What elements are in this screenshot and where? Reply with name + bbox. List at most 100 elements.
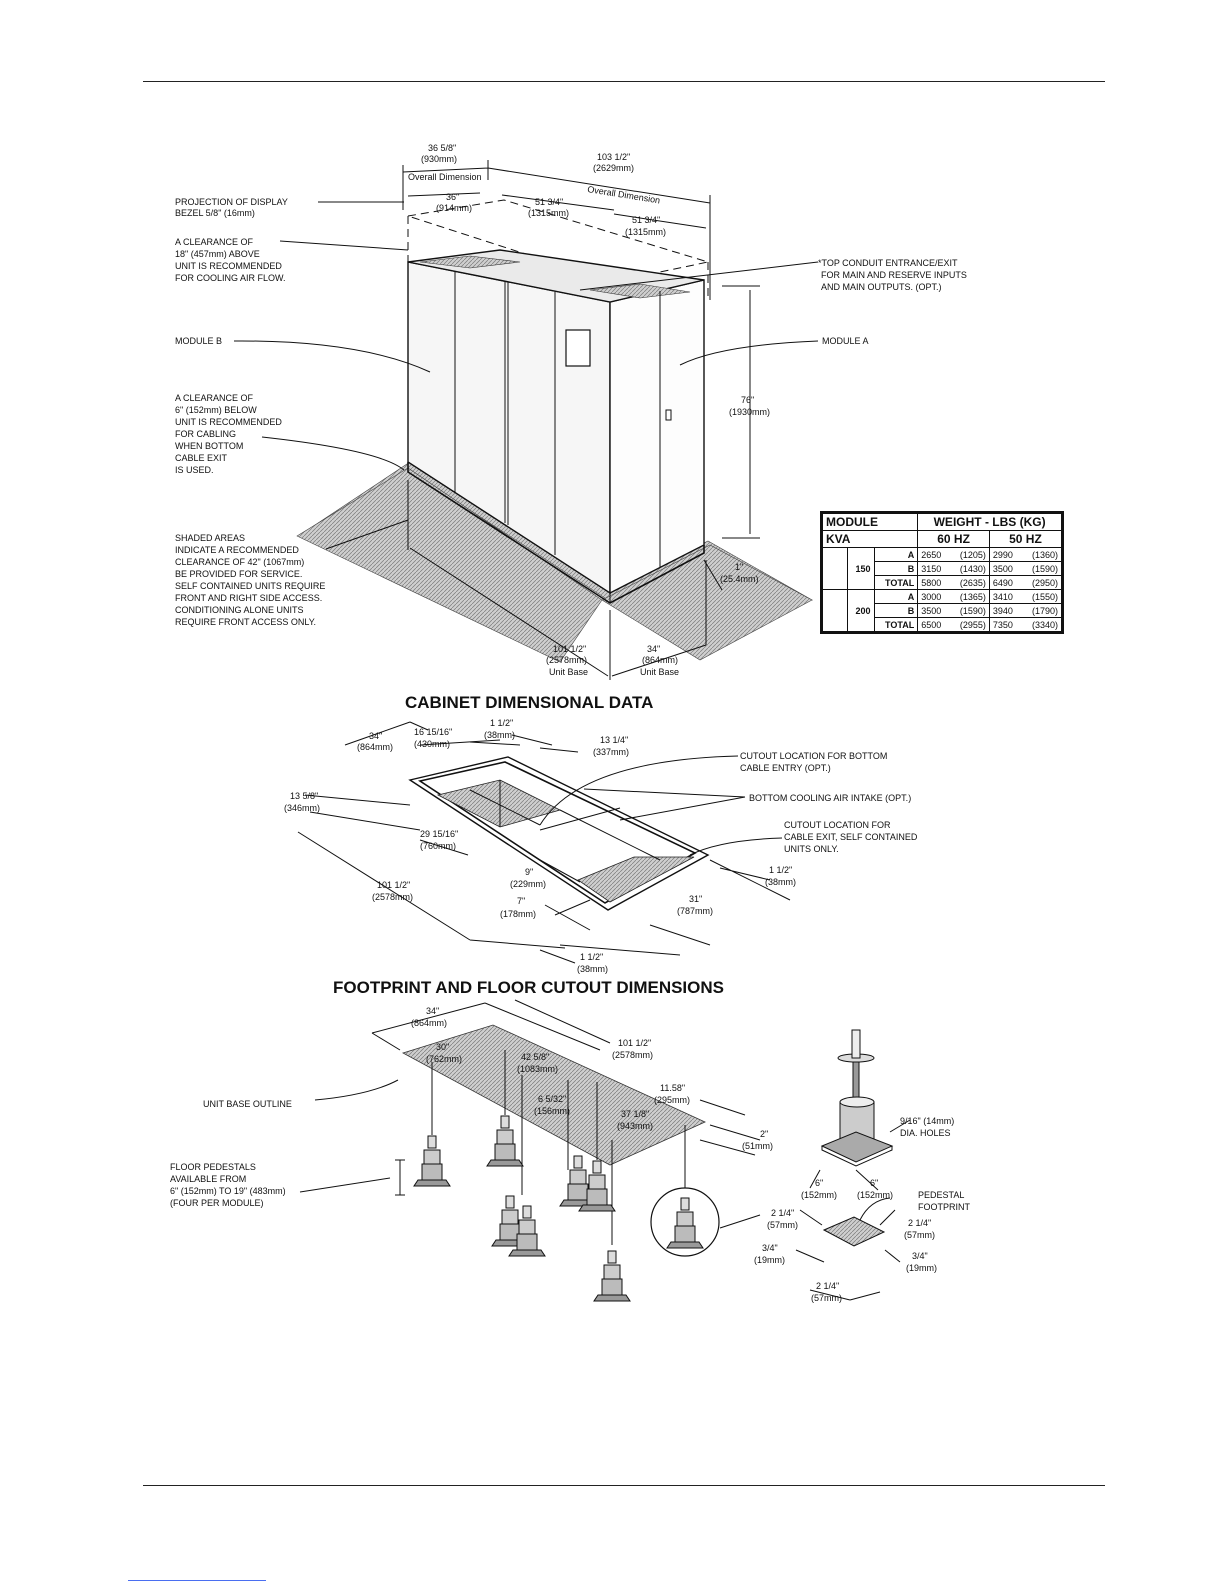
shaded-callout-5: SELF CONTAINED UNITS REQUIRE [175,581,325,591]
ped-f214c: 2 1/4" [816,1281,839,1291]
ped-w101: 101 1/2" [618,1038,651,1048]
weight-table-weight-header: WEIGHT - LBS (KG) [917,512,1063,531]
pedestal-4 [508,1205,546,1257]
bezel-callout-1: PROJECTION OF DISPLAY [175,197,288,207]
fp-d13-mm: (337mm) [593,747,629,757]
ped-w30-mm: (762mm) [426,1054,462,1064]
weight-60hz: 3150 (1430) [917,561,990,576]
ped-w6: 6 5/32" [538,1094,566,1104]
module-b-label: MODULE B [175,336,222,346]
module-a-label: MODULE A [822,336,869,346]
weight-50hz: 3940 (1790) [988,603,1064,618]
height: 76" [741,395,754,405]
fp-d1b: 1 1/2" [769,865,792,875]
ped-w34-mm: (864mm) [411,1018,447,1028]
pedestal-6 [578,1160,616,1212]
ped-f214b-mm: (57mm) [904,1230,935,1240]
fp-d9-mm: (229mm) [510,879,546,889]
ped-f214a: 2 1/4" [771,1208,794,1218]
module-label: A [873,589,919,604]
ped-w42-mm: (1083mm) [517,1064,558,1074]
shaded-callout-1: SHADED AREAS [175,533,245,543]
weight-50hz: 2990 (1360) [988,547,1064,562]
fp-d1a-mm: (38mm) [484,730,515,740]
bottom-clearance-5: WHEN BOTTOM [175,441,243,451]
bezel-callout-2: BEZEL 5/8" (16mm) [175,208,255,218]
fp-d29-mm: (760mm) [420,841,456,851]
overall-width: 103 1/2" [597,152,630,162]
bottom-clearance-7: IS USED. [175,465,214,475]
fp-d101: 101 1/2" [377,880,410,890]
pedestals-callout-1: FLOOR PEDESTALS [170,1162,256,1172]
base-depth-mm: (864mm) [642,655,678,665]
weight-table-50hz-header: 50 HZ [988,530,1064,548]
module-a-top-grille [589,283,691,299]
module-label: TOTAL [873,575,919,590]
top-clearance-3: UNIT IS RECOMMENDED [175,261,282,271]
cabinet-side [609,279,705,595]
cabinet-title: CABINET DIMENSIONAL DATA [405,693,653,712]
weight-table-kva-header: KVA [820,530,919,548]
pedestal-2 [486,1115,524,1167]
door-handle [665,409,672,421]
pedestal-footprint-callout-1: PEDESTAL [918,1190,964,1200]
overall-width-label: Overall Dimension [587,184,661,205]
fp-d135-mm: (346mm) [284,803,320,813]
fp-d16: 16 15/16" [414,727,452,737]
shaded-callout-4: BE PROVIDED FOR SERVICE. [175,569,302,579]
base-depth-label: Unit Base [640,667,679,677]
module-width-1: 51 3/4" [535,197,563,207]
unit-base-outline-label: UNIT BASE OUTLINE [203,1099,292,1109]
bottom-clearance-1: A CLEARANCE OF [175,393,254,403]
base-width: 101 1/2" [553,644,586,654]
fp-d9: 9" [525,867,533,877]
top-clearance-4: FOR COOLING AIR FLOW. [175,273,286,283]
side-clearance-area [601,544,813,661]
ped-w37: 37 1/8" [621,1109,649,1119]
overall-depth-mm: (930mm) [421,154,457,164]
module-width-2-mm: (1315mm) [625,227,666,237]
module-label: B [873,603,919,618]
bottom-clearance-6: CABLE EXIT [175,453,228,463]
module-width-1-mm: (1315mm) [528,208,569,218]
pedestals-callout-4: (FOUR PER MODULE) [170,1198,264,1208]
ped-w2: 2" [760,1129,768,1139]
kva-200: 200 [847,589,875,633]
cable-exit-callout-1: CUTOUT LOCATION FOR [784,820,891,830]
cabinet-drawing [233,160,819,680]
plinth-height: 1" [735,562,743,572]
ped-w34: 34" [426,1006,439,1016]
weight-60hz: 5800 (2635) [917,575,990,590]
overall-width-mm: (2629mm) [593,163,634,173]
shaded-callout-2: INDICATE A RECOMMENDED [175,545,299,555]
top-clearance-2: 18" (457mm) ABOVE [175,249,260,259]
depth: 36" [446,192,459,202]
ped-w1158: 11.58" [660,1083,685,1093]
ped-f34b: 3/4" [912,1251,928,1261]
cooling-intake-callout: BOTTOM COOLING AIR INTAKE (OPT.) [749,793,911,803]
ped-p6a: 6" [815,1178,823,1188]
weight-table: MODULE WEIGHT - LBS (KG) KVA 60 HZ 50 HZ… [820,511,1064,634]
module-label: B [873,561,919,576]
ped-p6b: 6" [870,1178,878,1188]
base-depth: 34" [647,644,660,654]
ped-w37-mm: (943mm) [617,1121,653,1131]
fp-d1a: 1 1/2" [490,718,513,728]
ped-f214b: 2 1/4" [908,1218,931,1228]
bottom-clearance-3: UNIT IS RECOMMENDED [175,417,282,427]
bottom-clearance-4: FOR CABLING [175,429,236,439]
ped-f34b-mm: (19mm) [906,1263,937,1273]
ped-w101-mm: (2578mm) [612,1050,653,1060]
holes-callout-1: 9/16" (14mm) [900,1116,954,1126]
footer-rule [143,1485,1105,1486]
ped-f214a-mm: (57mm) [767,1220,798,1230]
shaded-callout-8: REQUIRE FRONT ACCESS ONLY. [175,617,316,627]
ped-f214c-mm: (57mm) [811,1293,842,1303]
pedestal-1 [413,1135,451,1187]
cable-exit-callout-3: UNITS ONLY. [784,844,839,854]
weight-60hz: 3000 (1365) [917,589,990,604]
fp-d31-mm: (787mm) [677,906,713,916]
fp-d1b-mm: (38mm) [765,877,796,887]
fp-d13: 13 1/4" [600,735,628,745]
fp-d34: 34" [369,731,382,741]
